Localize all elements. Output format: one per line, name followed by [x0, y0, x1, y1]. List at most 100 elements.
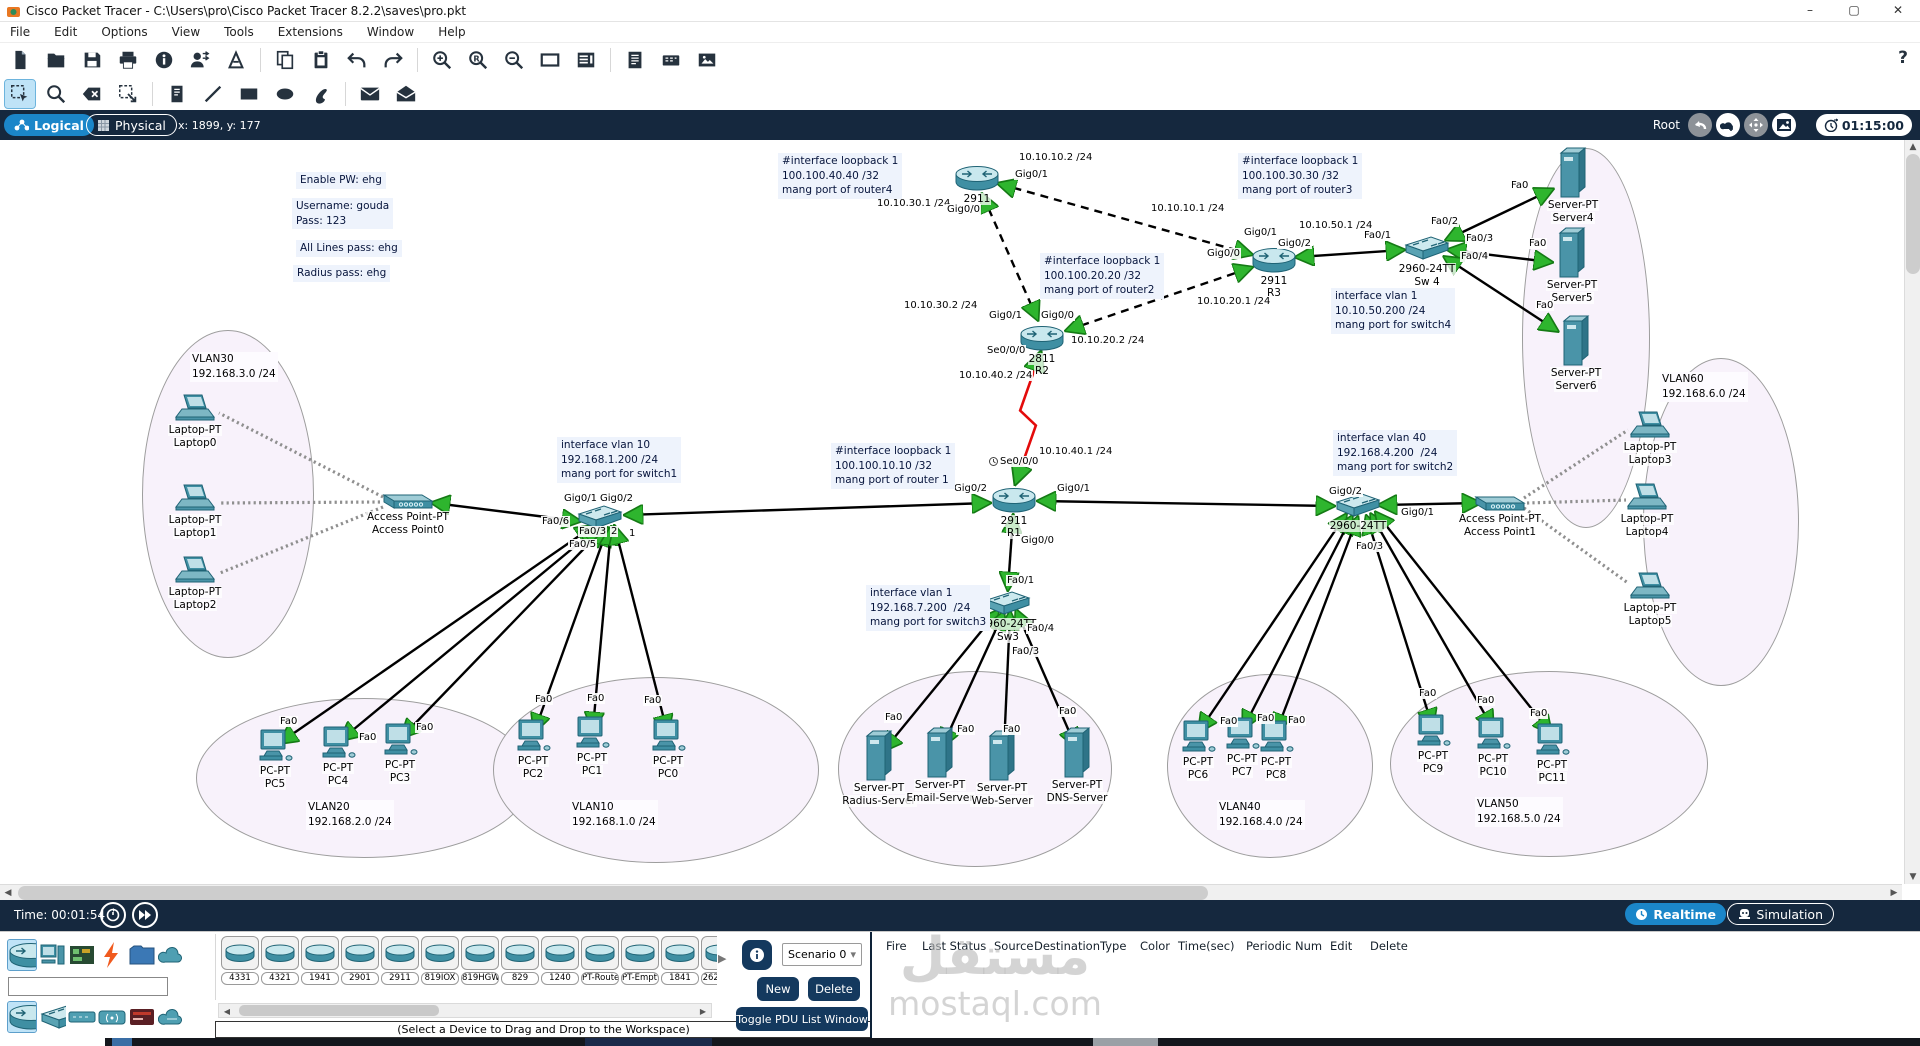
device-email-server[interactable]	[925, 726, 955, 778]
device-pc11[interactable]	[1531, 722, 1573, 758]
paste-icon[interactable]	[306, 46, 336, 74]
help-icon[interactable]: ?	[1898, 48, 1908, 68]
model-4331[interactable]: 4331	[221, 936, 259, 985]
scenario-dropdown[interactable]: Scenario 0▾	[782, 943, 862, 966]
custom-dialog-icon[interactable]	[571, 46, 601, 74]
vertical-scroll-thumb[interactable]	[1906, 154, 1920, 274]
link-eth-25[interactable]	[1277, 519, 1357, 730]
model-2620XM[interactable]: 2620XM	[701, 936, 717, 985]
device-server6[interactable]	[1561, 314, 1591, 366]
link-eth-8[interactable]	[627, 503, 988, 515]
device-pc1[interactable]	[571, 715, 613, 751]
toggle-pdu-list-button[interactable]: Toggle PDU List Window	[736, 1007, 868, 1031]
environment-clock[interactable]: 01:15:00	[1815, 114, 1912, 136]
link-wifi-29[interactable]	[218, 411, 384, 499]
new-file-icon[interactable]	[5, 46, 35, 74]
image-viewer-icon[interactable]	[692, 46, 722, 74]
category-switches[interactable]	[38, 1002, 66, 1032]
reset-time-button[interactable]	[100, 902, 126, 928]
new-scenario-button[interactable]: New	[757, 977, 799, 1001]
close-button[interactable]: ✕	[1892, 3, 1904, 17]
device-pc0[interactable]	[647, 718, 689, 754]
new-cluster-button[interactable]	[1716, 113, 1740, 137]
category-wireless-devices[interactable]	[98, 1002, 126, 1032]
model-2901[interactable]: 2901	[341, 936, 379, 985]
link-cross-2[interactable]	[1068, 268, 1250, 330]
device-web-server[interactable]	[987, 729, 1017, 781]
draw-ellipse-icon[interactable]	[270, 80, 300, 108]
link-eth-14[interactable]	[403, 530, 602, 736]
device-router3[interactable]	[1251, 247, 1297, 274]
menu-extensions[interactable]: Extensions	[277, 25, 343, 39]
print-icon[interactable]	[113, 46, 143, 74]
zoom-in-icon[interactable]	[427, 46, 457, 74]
environment-icon[interactable]	[656, 46, 686, 74]
device-pc6[interactable]	[1177, 719, 1219, 755]
palette-scrollbar[interactable]: ◀ ▶	[218, 1003, 712, 1018]
menu-tools[interactable]: Tools	[224, 25, 254, 39]
save-icon[interactable]	[77, 46, 107, 74]
link-eth-9[interactable]	[1040, 501, 1332, 506]
simulation-tab[interactable]: Simulation	[1727, 903, 1834, 925]
category-power-grid[interactable]	[98, 940, 126, 970]
link-wifi-32[interactable]	[1523, 428, 1629, 500]
link-eth-28[interactable]	[1377, 514, 1550, 732]
draw-rectangle-icon[interactable]	[234, 80, 264, 108]
link-wifi-30[interactable]	[220, 500, 381, 505]
device-router2[interactable]	[1019, 325, 1065, 352]
device-switch4[interactable]	[1402, 234, 1452, 262]
device-laptop0[interactable]	[174, 393, 216, 423]
device-laptop2[interactable]	[174, 555, 216, 585]
model-1841[interactable]: 1841	[661, 936, 699, 985]
set-background-button[interactable]	[1772, 113, 1796, 137]
link-eth-4[interactable]	[1448, 190, 1551, 239]
menu-file[interactable]: File	[10, 25, 31, 39]
device-pc4[interactable]	[317, 725, 359, 761]
fast-forward-time-button[interactable]	[132, 902, 158, 928]
device-router1[interactable]	[991, 487, 1037, 514]
minimize-button[interactable]: –	[1807, 3, 1813, 17]
network-info-icon[interactable]	[620, 46, 650, 74]
device-switch2[interactable]	[1333, 491, 1383, 519]
horizontal-scrollbar[interactable]: ◀ ▶	[0, 884, 1902, 900]
maximize-button[interactable]: ▢	[1848, 3, 1860, 17]
open-file-icon[interactable]	[41, 46, 71, 74]
draw-freeform-icon[interactable]	[306, 80, 336, 108]
category-security[interactable]	[128, 1002, 156, 1032]
device-switch3[interactable]	[983, 589, 1033, 617]
undo-icon[interactable]	[342, 46, 372, 74]
device-server4[interactable]	[1558, 146, 1588, 198]
link-wifi-31[interactable]	[219, 505, 384, 575]
link-wifi-33[interactable]	[1526, 498, 1627, 505]
redo-icon[interactable]	[378, 46, 408, 74]
model-2911[interactable]: 2911	[381, 936, 419, 985]
link-eth-6[interactable]	[1446, 258, 1556, 330]
physical-tab[interactable]: Physical	[86, 114, 177, 136]
scroll-left-arrow[interactable]: ◀	[4, 888, 12, 898]
link-eth-21[interactable]	[1017, 612, 1075, 745]
device-access-point1[interactable]	[1472, 492, 1528, 512]
menu-view[interactable]: View	[171, 25, 201, 39]
device-router4[interactable]	[954, 165, 1000, 192]
link-eth-24[interactable]	[1244, 518, 1351, 727]
category-components[interactable]	[68, 940, 96, 970]
link-cross-0[interactable]	[1000, 184, 1250, 254]
activity-wizard-icon[interactable]	[185, 46, 215, 74]
pdu-info-button[interactable]	[742, 940, 772, 970]
horizontal-scroll-thumb[interactable]	[18, 886, 1208, 900]
zoom-out-icon[interactable]	[499, 46, 529, 74]
model-819IOX[interactable]: 819IOX	[421, 936, 459, 985]
zoom-reset-icon[interactable]: R	[463, 46, 493, 74]
category-wan-emulation[interactable]	[158, 1002, 186, 1032]
move-object-button[interactable]	[1744, 113, 1768, 137]
viewport-icon[interactable]	[535, 46, 565, 74]
model-819HGW[interactable]: 819HGW	[461, 936, 499, 985]
device-pc2[interactable]	[512, 718, 554, 754]
model-1240[interactable]: 1240	[541, 936, 579, 985]
back-navigation-button[interactable]	[1688, 113, 1712, 137]
link-eth-3[interactable]	[1298, 250, 1402, 257]
inspect-icon[interactable]	[41, 80, 71, 108]
device-laptop1[interactable]	[174, 483, 216, 513]
delete-scenario-button[interactable]: Delete	[808, 977, 860, 1001]
